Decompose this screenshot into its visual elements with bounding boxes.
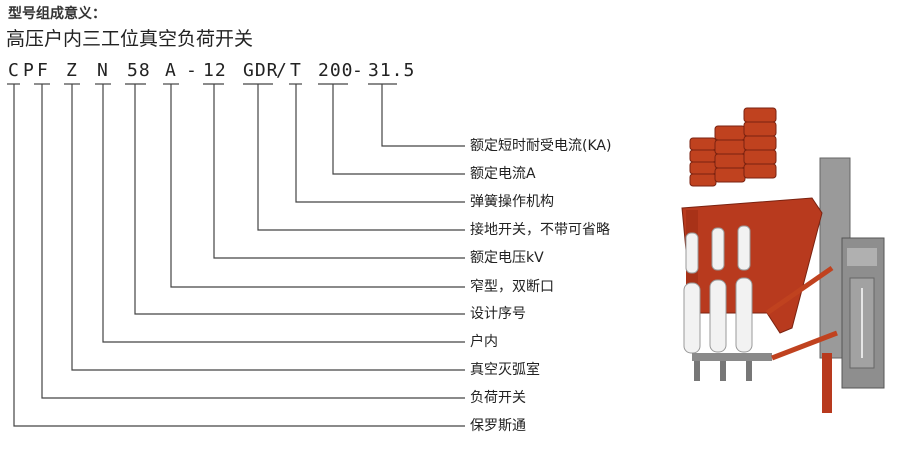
code-seg-12: 12: [203, 60, 227, 81]
code-seg-31-5: 31.5: [368, 60, 416, 81]
load-switch-product-image: [681, 107, 885, 413]
code-seg-c: C: [8, 60, 20, 81]
code-seg-200: 200: [318, 60, 354, 81]
code-seg-58: 58: [127, 60, 151, 81]
desc-load-switch: 负荷开关: [470, 390, 526, 406]
code-seg-z: Z: [66, 60, 78, 81]
code-seg-t: T: [290, 60, 302, 81]
desc-short-time-current: 额定短时耐受电流(KA): [470, 138, 612, 154]
code-seg-f: F: [37, 60, 49, 81]
code-seg-p: P: [23, 60, 35, 81]
code-seg-gdr: GDR: [243, 60, 279, 81]
desc-indoor: 户内: [470, 334, 498, 350]
code-seg-dash2: -: [352, 60, 364, 81]
desc-earthing-switch: 接地开关，不带可省略: [470, 222, 610, 238]
code-seg-dash1: -: [186, 60, 198, 81]
desc-rated-current: 额定电流A: [470, 166, 536, 182]
desc-rated-voltage: 额定电压kV: [470, 250, 544, 266]
desc-vacuum-interrupter: 真空灭弧室: [470, 362, 540, 378]
code-seg-a: A: [165, 60, 177, 81]
code-seg-slash: /: [276, 60, 288, 81]
product-title: 高压户内三工位真空负荷开关: [6, 28, 254, 50]
desc-spring-mechanism: 弹簧操作机构: [470, 194, 554, 210]
code-seg-n: N: [97, 60, 109, 81]
desc-brand: 保罗斯通: [470, 418, 526, 434]
desc-narrow-double-break: 窄型，双断口: [470, 279, 554, 295]
desc-design-number: 设计序号: [470, 306, 526, 322]
section-heading: 型号组成意义：: [8, 6, 106, 22]
